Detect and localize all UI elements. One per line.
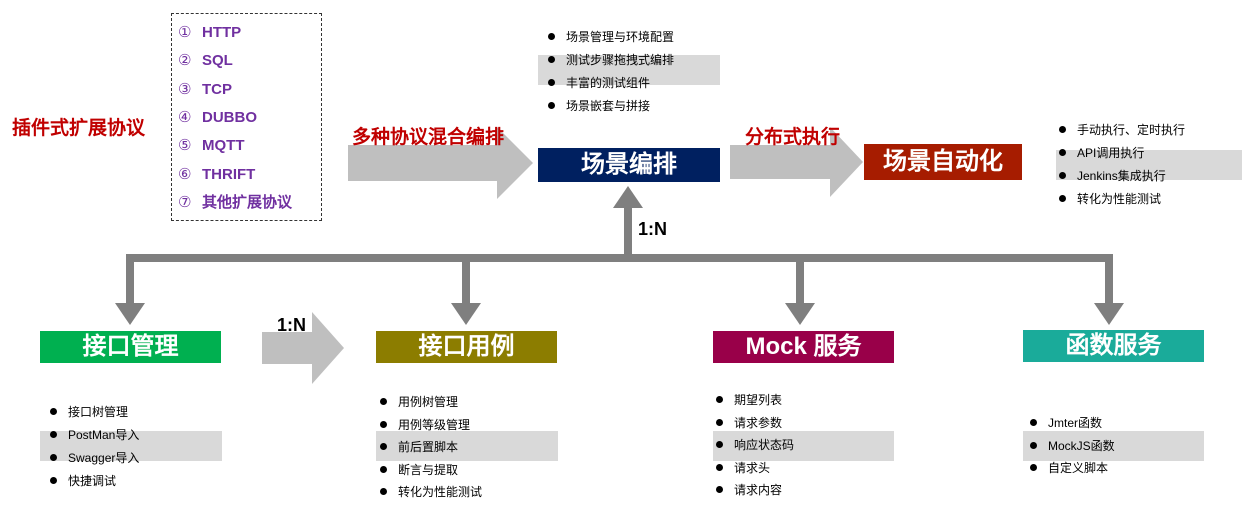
scene-automation-features: 手动执行、定时执行 API调用执行 Jenkins集成执行 转化为性能测试 bbox=[1059, 119, 1185, 211]
list-item: 转化为性能测试 bbox=[380, 481, 482, 504]
api-management-box: 接口管理 bbox=[40, 331, 221, 363]
function-service-box: 函数服务 bbox=[1023, 330, 1204, 362]
ratio-label-mid: 1:N bbox=[277, 315, 307, 335]
list-item: API调用执行 bbox=[1059, 142, 1185, 165]
up-arrowhead bbox=[613, 186, 643, 208]
list-item: Jenkins集成执行 bbox=[1059, 165, 1185, 188]
list-item: Swagger导入 bbox=[50, 447, 139, 470]
list-item: 用例等级管理 bbox=[380, 414, 482, 437]
scene-orchestration-box: 场景编排 bbox=[538, 148, 720, 182]
list-item: 接口树管理 bbox=[50, 401, 139, 424]
ratio-label-top: 1:N bbox=[638, 219, 668, 239]
list-item: 断言与提取 bbox=[380, 459, 482, 482]
list-item: MockJS函数 bbox=[1030, 435, 1115, 458]
list-item: 请求内容 bbox=[716, 479, 794, 502]
list-item: 自定义脚本 bbox=[1030, 457, 1115, 480]
distributed-label: 分布式执行 bbox=[745, 127, 841, 148]
list-item: 测试步骤拖拽式编排 bbox=[548, 49, 674, 72]
api-management-features: 接口树管理 PostMan导入 Swagger导入 快捷调试 bbox=[50, 401, 139, 493]
list-item: 丰富的测试组件 bbox=[548, 72, 674, 95]
api-case-box: 接口用例 bbox=[376, 331, 557, 363]
list-item: 用例树管理 bbox=[380, 391, 482, 414]
api-to-case-arrow bbox=[262, 312, 344, 384]
list-item: 期望列表 bbox=[716, 389, 794, 412]
distributed-arrow bbox=[730, 127, 863, 197]
api-case-features: 用例树管理 用例等级管理 前后置脚本 断言与提取 转化为性能测试 bbox=[380, 391, 482, 504]
scene-orchestration-features: 场景管理与环境配置 测试步骤拖拽式编排 丰富的测试组件 场景嵌套与拼接 bbox=[548, 26, 674, 118]
list-item: 前后置脚本 bbox=[380, 436, 482, 459]
list-item: 手动执行、定时执行 bbox=[1059, 119, 1185, 142]
list-item: 响应状态码 bbox=[716, 434, 794, 457]
mock-service-box: Mock 服务 bbox=[713, 331, 894, 363]
list-item: 转化为性能测试 bbox=[1059, 188, 1185, 211]
list-item: 请求参数 bbox=[716, 412, 794, 435]
function-service-features: Jmter函数 MockJS函数 自定义脚本 bbox=[1030, 412, 1115, 480]
list-item: 快捷调试 bbox=[50, 470, 139, 493]
mock-service-features: 期望列表 请求参数 响应状态码 请求头 请求内容 bbox=[716, 389, 794, 502]
scene-automation-box: 场景自动化 bbox=[864, 144, 1022, 180]
list-item: Jmter函数 bbox=[1030, 412, 1115, 435]
plugin-protocol-label: 插件式扩展协议 bbox=[12, 118, 146, 139]
list-item: 请求头 bbox=[716, 457, 794, 480]
mixed-orchestration-arrow bbox=[348, 127, 533, 199]
mixed-orchestration-label: 多种协议混合编排 bbox=[352, 127, 505, 148]
list-item: 场景管理与环境配置 bbox=[548, 26, 674, 49]
list-item: 场景嵌套与拼接 bbox=[548, 95, 674, 118]
list-item: PostMan导入 bbox=[50, 424, 139, 447]
